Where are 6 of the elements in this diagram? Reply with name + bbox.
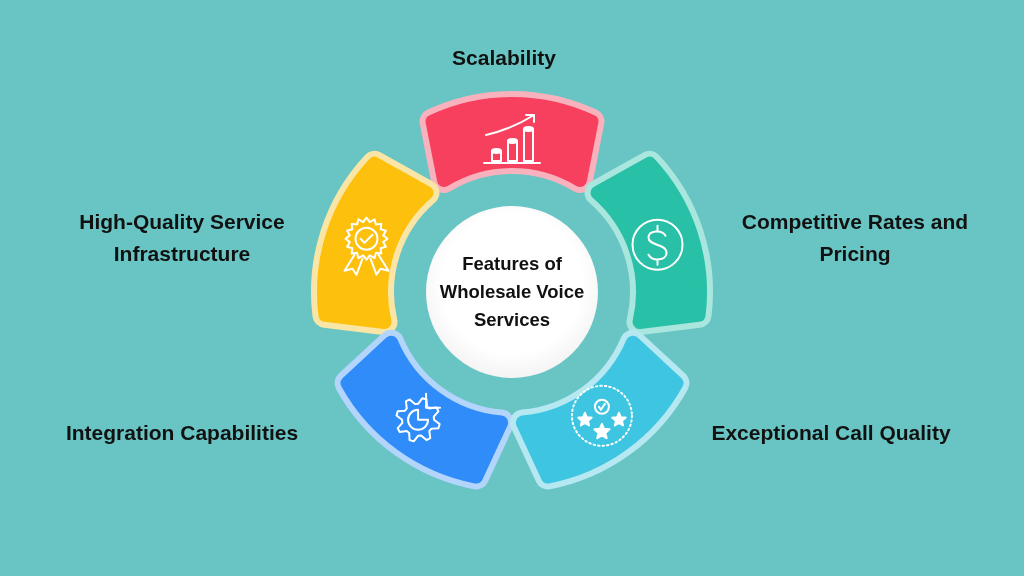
center-title: Features of Wholesale Voice Services bbox=[438, 252, 586, 332]
feature-label: Integration Capabilities bbox=[64, 420, 300, 446]
feature-label: Scalability bbox=[451, 45, 557, 71]
feature-label: Exceptional Call Quality bbox=[710, 420, 952, 446]
feature-label: High-Quality Service Infrastructure bbox=[78, 209, 286, 267]
feature-label: Competitive Rates and Pricing bbox=[740, 209, 970, 267]
